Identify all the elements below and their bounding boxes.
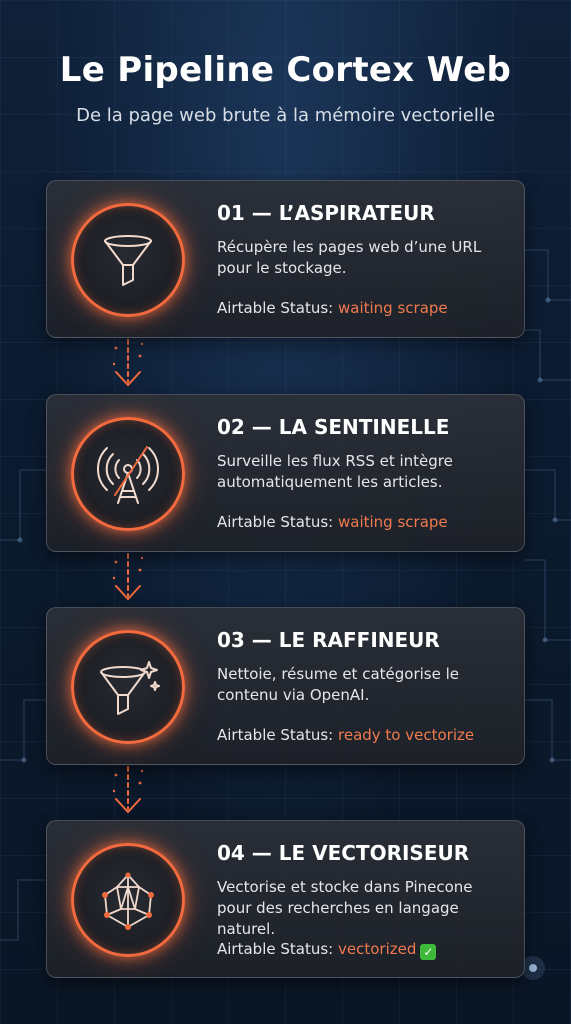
step-card-4: 04 — LE VECTORISEUR Vectorise et stocke … (46, 820, 525, 978)
status-value: waiting scrape (338, 513, 448, 531)
status-value: waiting scrape (338, 299, 448, 317)
step-status: Airtable Status: vectorized✓ (217, 940, 437, 960)
status-value: ready to vectorize (338, 726, 475, 744)
step-badge-2 (71, 417, 185, 531)
step-card-3: 03 — LE RAFFINEUR Nettoie, résume et cat… (46, 607, 525, 765)
flow-arrow-2 (112, 553, 144, 601)
step-title: 03 — LE RAFFINEUR (217, 628, 440, 652)
step-title: 01 — L’ASPIRATEUR (217, 201, 435, 225)
status-label: Airtable Status: (217, 299, 334, 317)
step-card-1: 01 — L’ASPIRATEUR Récupère les pages web… (46, 180, 525, 338)
status-label: Airtable Status: (217, 513, 334, 531)
page-title: Le Pipeline Cortex Web (59, 50, 512, 90)
page-subtitle: De la page web brute à la mémoire vector… (76, 105, 495, 126)
step-description: Nettoie, résume et catégorise le contenu… (217, 665, 459, 704)
status-label: Airtable Status: (217, 726, 334, 744)
step-badge-4 (71, 843, 185, 957)
step-badge-3 (71, 630, 185, 744)
step-title: 04 — LE VECTORISEUR (217, 841, 470, 865)
broadcast-antenna-icon (97, 446, 159, 504)
step-status: Airtable Status: waiting scrape (217, 513, 448, 531)
flow-arrow-1 (112, 339, 144, 387)
status-label: Airtable Status: (217, 940, 334, 958)
step-card-2: 02 — LA SENTINELLE Surveille les flux RS… (46, 394, 525, 552)
status-value: vectorized (338, 940, 417, 958)
flow-arrow-3 (112, 766, 144, 814)
crystal-network-icon (102, 872, 154, 930)
step-title: 02 — LA SENTINELLE (217, 415, 450, 439)
step-description: Vectorise et stocke dans Pinecone pour d… (217, 878, 473, 938)
step-description: Récupère les pages web d’une URL pour le… (217, 238, 482, 277)
step-badge-1 (71, 203, 185, 317)
checkmark-icon: ✓ (420, 944, 437, 960)
step-status: Airtable Status: waiting scrape (217, 299, 448, 317)
step-description: Surveille les flux RSS et intègre automa… (217, 452, 453, 491)
step-status: Airtable Status: ready to vectorize (217, 726, 474, 744)
funnel-sparkle-icon (100, 661, 160, 715)
funnel-icon (104, 235, 152, 286)
